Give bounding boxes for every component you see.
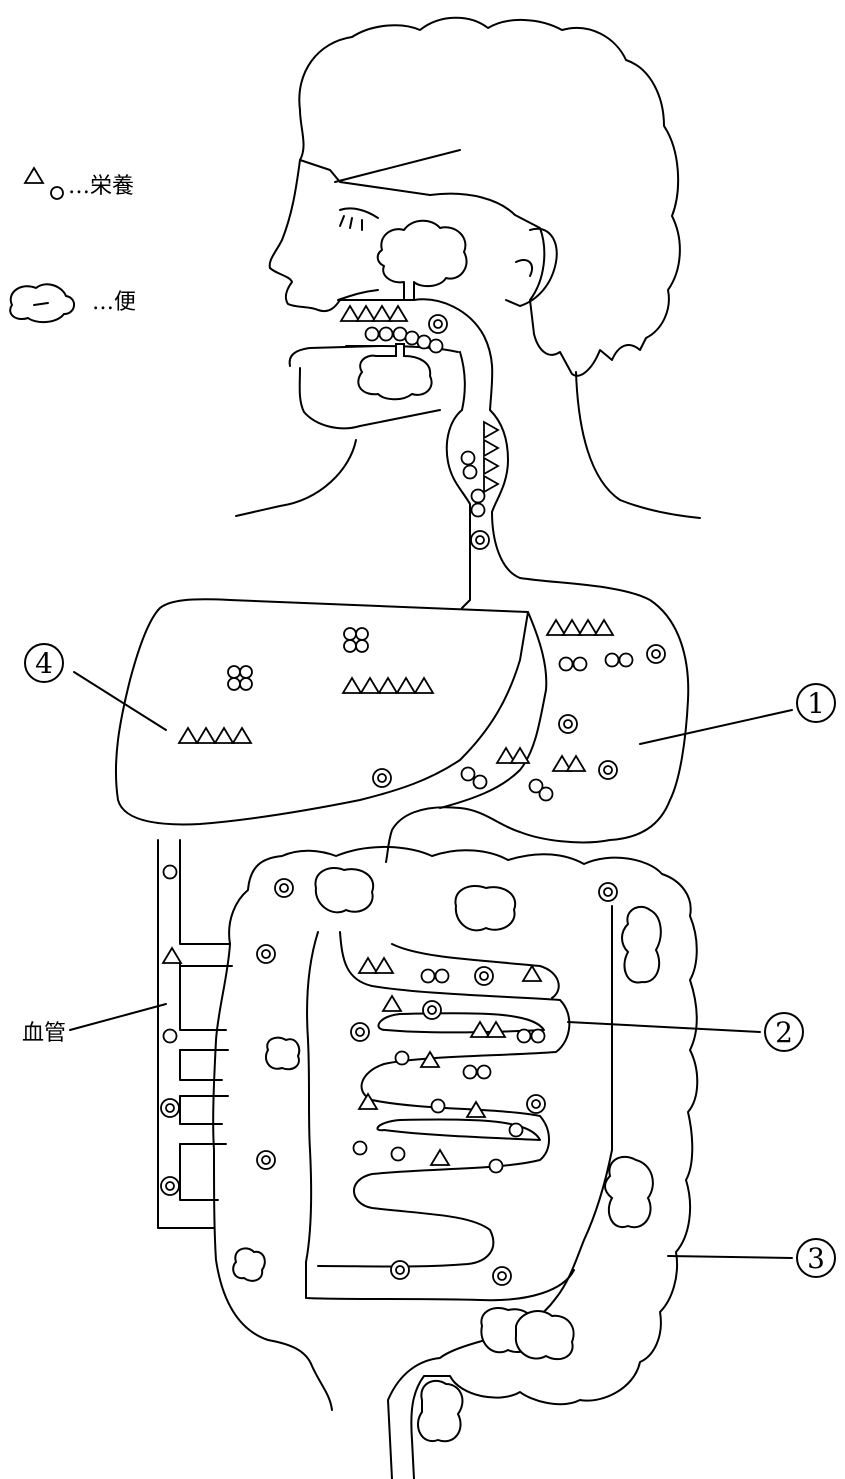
label-2: 2 bbox=[775, 1016, 793, 1049]
large-intestine-left bbox=[213, 944, 332, 1410]
blood-vessel-label: 血管 bbox=[22, 1021, 66, 1046]
liver bbox=[116, 599, 528, 824]
label-3: 3 bbox=[807, 1242, 825, 1275]
large-intestine-left-inner bbox=[306, 932, 574, 1300]
nasal-cavity bbox=[378, 221, 467, 300]
nutrient-circle-icon bbox=[51, 187, 63, 199]
legend-nutrient-label: …栄養 bbox=[68, 174, 134, 199]
label-4: 4 bbox=[35, 647, 53, 680]
nutrient-triangle-icon bbox=[25, 168, 43, 183]
stool-pieces bbox=[233, 868, 661, 1441]
head-outline bbox=[236, 18, 700, 518]
label-1: 1 bbox=[807, 687, 825, 720]
legend: …栄養 …便 bbox=[10, 168, 136, 322]
food-in-mouth bbox=[358, 344, 431, 399]
legend-stool-label: …便 bbox=[92, 290, 136, 315]
